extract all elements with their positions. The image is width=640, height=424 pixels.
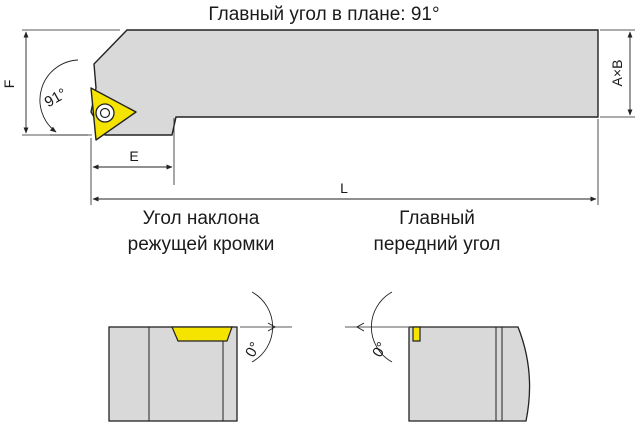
left-detail-arrow-icon — [267, 322, 277, 332]
right-detail-angle-arc — [370, 291, 393, 363]
right-detail-angle-label: 0° — [369, 339, 391, 360]
right-detail-view: 0° — [345, 291, 531, 422]
right-detail-arrow-icon — [355, 322, 365, 332]
dim-f-label: F — [1, 80, 17, 89]
caption-right-line2: передний угол — [374, 234, 501, 255]
left-detail-angle-arc — [251, 291, 274, 363]
diagram-title: Главный угол в плане: 91° — [208, 4, 439, 25]
top-view: F 91° A×B E L — [1, 29, 635, 205]
left-detail-view: 0° — [108, 291, 292, 422]
dim-l-label: L — [340, 180, 348, 196]
angle-91-arc — [39, 59, 79, 133]
angle-91-label: 91° — [42, 85, 70, 111]
screw-torx-icon — [99, 107, 111, 119]
holder-body — [90, 29, 599, 136]
caption-left-line1: Угол наклона — [143, 208, 260, 229]
caption-right-line1: Главный — [399, 208, 475, 229]
right-detail-insert — [412, 326, 421, 342]
insert-screw — [95, 103, 115, 123]
right-detail-holder — [408, 326, 531, 422]
dim-ab-label: A×B — [609, 60, 625, 87]
left-detail-insert — [171, 326, 233, 342]
dim-e-label: E — [129, 148, 138, 164]
left-detail-angle-label: 0° — [242, 339, 264, 360]
caption-left-line2: режущей кромки — [128, 234, 275, 255]
